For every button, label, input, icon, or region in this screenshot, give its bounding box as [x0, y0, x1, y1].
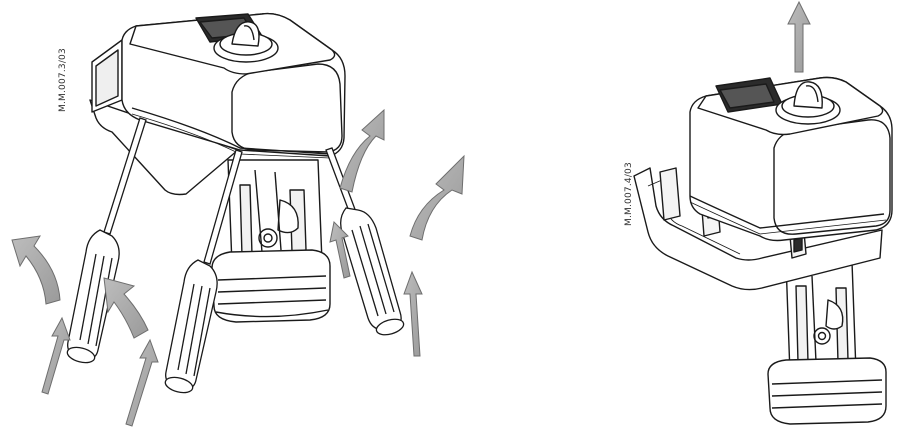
straight-arrow-icon [41, 316, 71, 395]
right-base-yoke [767, 357, 887, 425]
curved-arrow-icon [103, 277, 149, 339]
curved-arrow-icon [11, 235, 61, 305]
lift-arrow-icon [787, 0, 811, 73]
arrows-left-figure [11, 108, 465, 427]
straight-arrow-icon [329, 220, 351, 279]
screwdriver-right [325, 147, 405, 336]
screwdriver-middle [164, 149, 243, 394]
left-base-yoke [211, 249, 331, 323]
straight-arrow-icon [403, 270, 423, 357]
right-actuator-assembly [633, 76, 893, 425]
right-spindle-mechanism [785, 261, 857, 375]
left-actuator-assembly [89, 12, 346, 323]
curved-arrow-icon [409, 154, 465, 241]
straight-arrow-icon [125, 338, 159, 427]
curved-arrow-icon [339, 108, 385, 193]
left-spindle-mechanism [227, 159, 323, 266]
screwdriver-left [66, 117, 147, 364]
